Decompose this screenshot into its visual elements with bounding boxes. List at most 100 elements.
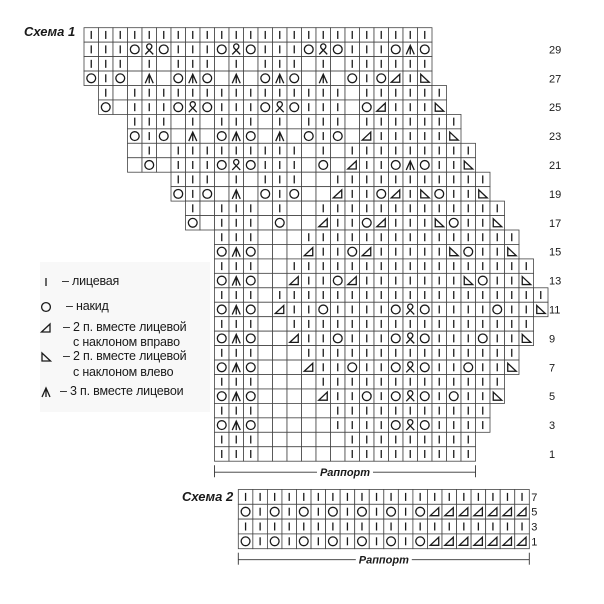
chart-cell: [460, 316, 476, 332]
chart-cell: [301, 41, 317, 58]
chart-cell: [243, 85, 259, 101]
chart-cell: [344, 56, 360, 72]
chart-cell: [243, 128, 259, 144]
yarn-over-icon: [356, 506, 368, 517]
yarn-over-icon: [245, 246, 256, 257]
yarn-over-icon: [129, 44, 140, 55]
chart-row: [214, 402, 491, 419]
chart-cell: [485, 489, 501, 505]
yarn-over-icon: [40, 301, 52, 313]
twisted-stitch-icon: [231, 43, 241, 55]
chart-cell: [214, 345, 230, 361]
chart-cell: [470, 533, 487, 550]
chart-cell: [272, 186, 288, 202]
yarn-over-icon: [289, 188, 300, 199]
yarn-over-icon: [245, 420, 256, 431]
chart-cell: [296, 533, 312, 550]
chart-cell: [460, 229, 476, 245]
chart-cell: [214, 446, 230, 462]
chart-cell: [185, 70, 201, 86]
yarn-over-icon: [298, 506, 309, 517]
chart-cell: [417, 99, 433, 115]
chart-cell: [431, 85, 447, 101]
chart-cell: [388, 27, 404, 43]
yarn-over-icon: [245, 159, 256, 171]
chart-cell: [257, 388, 273, 404]
chart-cell: [427, 518, 443, 535]
chart-cell: [427, 533, 443, 550]
chart-cell: [228, 244, 244, 260]
chart-cell: [359, 287, 375, 303]
chart-cell: [368, 518, 385, 535]
chart-cell: [272, 114, 288, 130]
yarn-over-icon: [463, 246, 474, 257]
yarn-over-icon: [289, 73, 300, 84]
chart-cell: [141, 128, 157, 144]
chart-cell: [228, 229, 244, 245]
chart-cell: [330, 200, 346, 216]
yarn-over-icon: [129, 131, 140, 142]
chart-cell: [286, 85, 302, 101]
chart-cell: [373, 258, 389, 274]
chart-cell: [373, 345, 389, 361]
chart-cell: [257, 417, 273, 433]
chart-cell: [402, 229, 418, 245]
chart-cell: [199, 27, 215, 43]
chart-cell: [170, 128, 186, 144]
chart-cell: [417, 258, 433, 274]
chart-cell: [354, 533, 370, 550]
chart-cell: [460, 272, 476, 289]
chart-cell: [359, 374, 375, 390]
chart-cell: [170, 114, 186, 130]
chart-cell: [446, 431, 462, 448]
chart-cell: [344, 431, 360, 448]
chart-cell: [301, 345, 317, 361]
chart-cell: [127, 70, 143, 86]
k2tog-right-icon: [375, 217, 386, 228]
chart-cell: [243, 215, 259, 231]
rapport-label: Раппорт: [320, 467, 370, 479]
yarn-over-icon: [415, 506, 426, 517]
scheme-1-rapport: Раппорт: [214, 465, 476, 480]
k2tog-right-icon: [486, 506, 498, 517]
chart-cell: [402, 157, 418, 173]
k2tog-left-icon: [521, 332, 533, 344]
chart-cell: [412, 518, 428, 535]
yarn-over-icon: [419, 420, 430, 431]
chart-cell: [286, 388, 302, 404]
chart-cell: [257, 27, 273, 43]
k2tog-right-icon: [457, 535, 469, 546]
chart-cell: [460, 157, 476, 173]
chart-cell: [475, 301, 491, 318]
chart-cell: [446, 374, 462, 390]
chart-cell: [301, 287, 317, 303]
chart-cell: [257, 85, 273, 101]
chart-cell: [257, 70, 273, 86]
chart-cell: [228, 258, 244, 274]
chart-cell: [373, 402, 389, 419]
chart-row: 1: [214, 446, 555, 462]
chart-cell: [359, 316, 375, 332]
chart-cell: [330, 359, 346, 375]
chart-cell: [412, 489, 428, 505]
k2tog-right-icon: [389, 188, 401, 199]
chart-cell: [281, 533, 297, 550]
chart-cell: [446, 215, 462, 231]
k2tog-right-icon: [346, 275, 357, 286]
chart-cell: [470, 503, 487, 520]
chart-cell: [315, 244, 331, 260]
chart-cell: [112, 27, 128, 43]
chart-cell: [237, 533, 254, 550]
chart-cell: [489, 287, 505, 303]
chart-cell: [257, 128, 273, 144]
chart-cell: [243, 330, 259, 346]
chart-cell: [460, 287, 476, 303]
chart-cell: [286, 171, 302, 188]
chart-cell: [373, 287, 389, 303]
chart-cell: [228, 27, 244, 43]
chart-cell: [214, 374, 230, 390]
chart-row: 1: [237, 533, 537, 550]
chart-cell: [199, 56, 215, 72]
chart-cell: [185, 128, 201, 144]
row-number-label: 7: [531, 492, 537, 504]
